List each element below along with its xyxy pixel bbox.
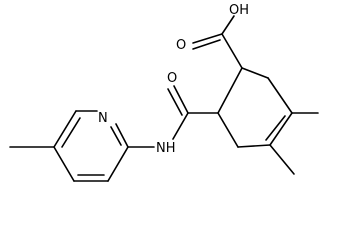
bond-carboxyl-o-b [192, 39, 221, 50]
bond-amide-c-o-a [173, 85, 189, 114]
bond-c2-c3 [267, 77, 293, 114]
bond-carboxyl-oh [221, 15, 235, 35]
bond-amide-c-o-b [167, 88, 183, 116]
bond-methyl-c4 [269, 144, 295, 175]
bond-c6-c1 [217, 67, 243, 114]
atom-label-oh: OH [229, 3, 249, 18]
bond-c3-c4 [269, 112, 293, 146]
bond-py-c3-c2 [107, 146, 129, 182]
carboxylic-acid-group: OH O [176, 3, 249, 69]
bond-py-c2-n1-inner [110, 126, 122, 146]
bond-c5-c6 [217, 112, 239, 148]
atom-label-amide-o: O [167, 71, 177, 86]
bond-c1-c2 [241, 67, 269, 79]
pyridine-ring: N [53, 110, 129, 182]
bond-py-c2-n1 [115, 123, 129, 148]
bond-py-c5-c4 [53, 146, 75, 182]
amide-group: O NH [127, 71, 219, 156]
atom-label-pyridine-n: N [98, 111, 108, 126]
bond-c4-c5 [237, 144, 271, 148]
bond-carboxyl-o-a [192, 33, 223, 44]
cyclohexene-ring [217, 67, 293, 148]
bond-c3-c4-inner [265, 115, 286, 141]
bond-c1-carboxyl [221, 33, 243, 69]
atom-label-amide-nh: NH [156, 141, 176, 156]
molecule-structure: OH O O NH N [9, 3, 319, 182]
bond-amide-c-n [172, 112, 189, 140]
atom-label-carboxyl-o: O [176, 38, 186, 53]
bond-py-c6-c5-inner [61, 117, 81, 148]
bond-py-c6-c5 [53, 110, 77, 148]
